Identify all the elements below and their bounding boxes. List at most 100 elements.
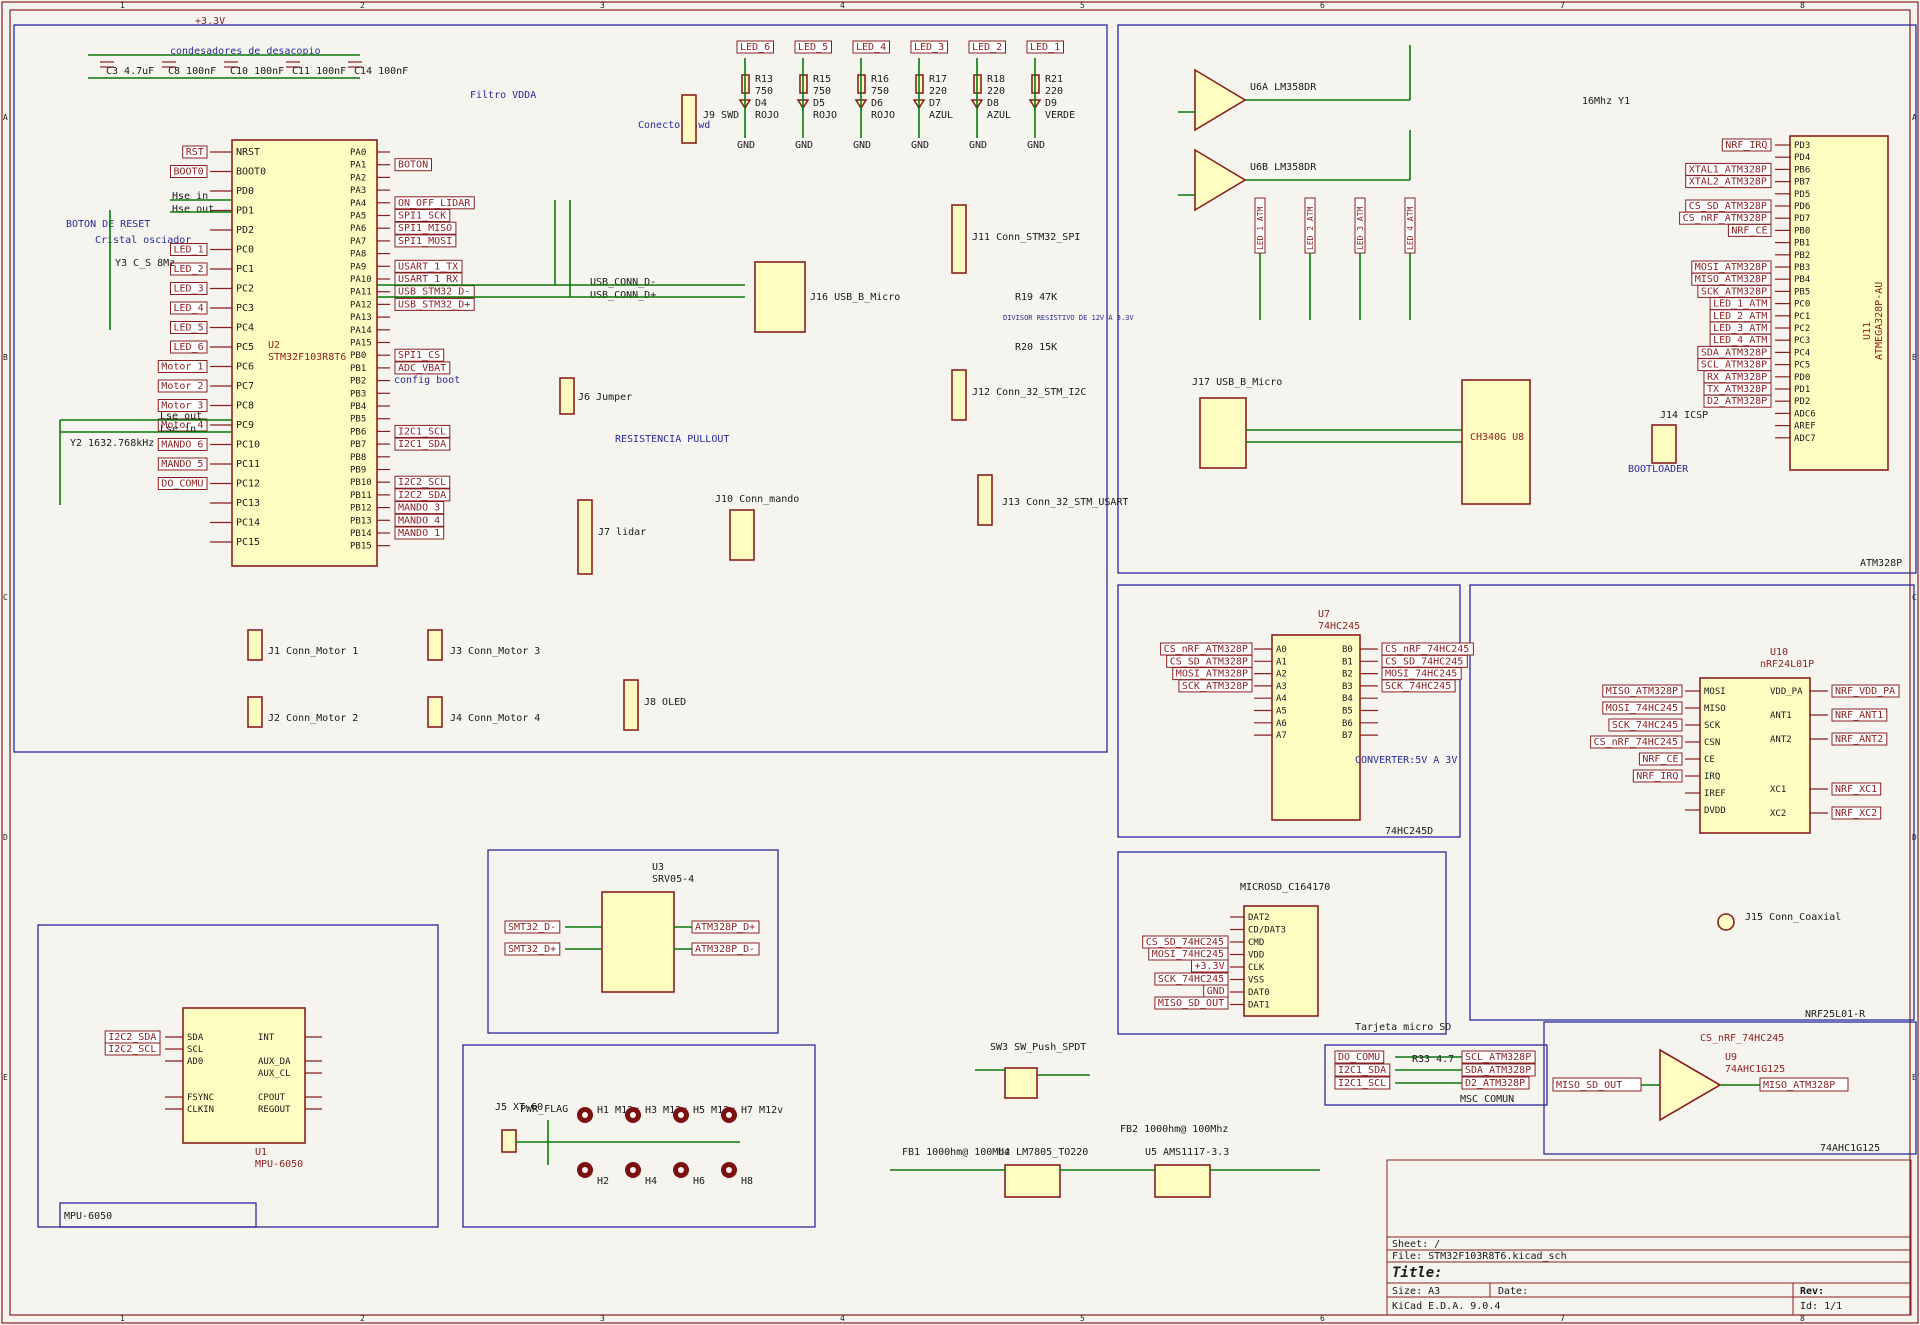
stm32-body bbox=[231, 139, 378, 567]
hc245-pin-a4: A4 bbox=[1276, 694, 1287, 704]
atm-net-box bbox=[1703, 394, 1772, 408]
block-g125 bbox=[1543, 1021, 1917, 1155]
atm-net-box bbox=[1685, 175, 1772, 189]
decap-label: C8 100nF bbox=[168, 66, 216, 77]
nrf-pin-irq: IRQ bbox=[1704, 772, 1720, 782]
stm32-pin-pb8: PB8 bbox=[350, 453, 366, 463]
stm32-pin-boot0: BOOT0 bbox=[236, 167, 266, 178]
stm32-pin-pb3: PB3 bbox=[350, 389, 366, 399]
hc245-out-net: CS_SD_74HC245 bbox=[1385, 656, 1463, 667]
nrf-net-right-box bbox=[1831, 684, 1900, 698]
grid-col-bottom: 3 bbox=[600, 1314, 605, 1323]
stm32-net-right-box bbox=[394, 221, 457, 235]
stm32-pin-pa7: PA7 bbox=[350, 237, 366, 247]
stm32-net-right-box bbox=[394, 501, 445, 515]
led-net-box bbox=[852, 40, 890, 54]
mounting-hole-center bbox=[582, 1112, 588, 1118]
atm-net: MISO_ATM328P bbox=[1695, 274, 1767, 285]
hc245-in-net-box bbox=[1178, 679, 1253, 693]
msc-net-left: DO_COMU bbox=[1338, 1052, 1380, 1063]
atm-pin-pc5: PC5 bbox=[1794, 361, 1810, 371]
stm32-net-left: LED_3 bbox=[174, 284, 204, 295]
stm32-net-right: MANDO 3 bbox=[398, 503, 440, 514]
hc245-ref: U7 bbox=[1318, 609, 1330, 620]
tb-file: File: STM32F103R8T6.kicad_sch bbox=[1392, 1251, 1567, 1262]
stm32-net-right: I2C1_SCL bbox=[398, 426, 446, 437]
esd-net-left-box bbox=[504, 942, 561, 956]
nrf-net-left-box bbox=[1632, 769, 1683, 783]
crystal-label: Cristal osciador bbox=[95, 235, 191, 246]
stm32-pin-pb15: PB15 bbox=[350, 542, 372, 552]
esd-pins: SMT32_D-SMT32_D+ATM328P_D+ATM328P_D- bbox=[504, 920, 760, 956]
gnd-label: GND bbox=[737, 140, 755, 151]
grid-col-top: 2 bbox=[360, 1, 365, 10]
atm-pin-pb3: PB3 bbox=[1794, 263, 1810, 273]
grid-col-bottom: 7 bbox=[1560, 1314, 1565, 1323]
atm-led-net: LED_4_ATM bbox=[1406, 206, 1415, 250]
stm32-net-right: SPI1_MOSI bbox=[398, 236, 452, 247]
hc245-pin-b5: B5 bbox=[1342, 707, 1353, 717]
led-net: LED_6 bbox=[740, 42, 770, 53]
bootloader-label: BOOTLOADER bbox=[1628, 464, 1689, 475]
atm-net: NRF_IRQ bbox=[1725, 140, 1767, 151]
stm32-net-right-box bbox=[394, 158, 432, 172]
hc245-pins: A0CS_nRF_ATM328PA1CS_SD_ATM328PA2MOSI_AT… bbox=[1160, 642, 1474, 741]
atm-pin-pd5: PD5 bbox=[1794, 190, 1810, 200]
stm32-pin-pa15: PA15 bbox=[350, 339, 372, 349]
stm32-net-right-box bbox=[394, 209, 451, 222]
led-resistor-ref: R16 bbox=[871, 74, 889, 85]
led-net: LED_3 bbox=[914, 42, 944, 53]
stm32-net-left-box bbox=[170, 282, 208, 295]
nrf-net-right-box bbox=[1831, 732, 1888, 746]
led-diode-ref: D7 bbox=[929, 98, 941, 109]
stm32-net-left-box bbox=[170, 321, 208, 334]
nrf-pin-ant2: ANT2 bbox=[1770, 735, 1792, 745]
hse-in: Hse in bbox=[172, 191, 208, 202]
mpu-pin-ad0: AD0 bbox=[187, 1057, 203, 1067]
atm-net-box bbox=[1679, 211, 1772, 225]
stm32-pin-pa1: PA1 bbox=[350, 161, 366, 171]
stm32-pin-pa12: PA12 bbox=[350, 300, 372, 310]
led-diode-color: AZUL bbox=[929, 110, 953, 121]
sd-net: CS_SD_74HC245 bbox=[1146, 937, 1224, 948]
j11-body bbox=[951, 204, 967, 274]
led-diode-color: VERDE bbox=[1045, 110, 1075, 121]
g125-ctl: CS_nRF_74HC245 bbox=[1700, 1033, 1784, 1044]
j6-label: J6 Jumper bbox=[578, 392, 632, 403]
led-resistor-value: 750 bbox=[871, 86, 889, 97]
atm-pin-pb2: PB2 bbox=[1794, 251, 1810, 261]
j8-label: J8 OLED bbox=[644, 697, 686, 708]
grid-col-top: 1 bbox=[120, 1, 125, 10]
pullout-label: RESISTENCIA PULLOUT bbox=[615, 434, 729, 445]
atm-ref: U11 bbox=[1862, 322, 1873, 340]
stm32-pin-pa14: PA14 bbox=[350, 326, 372, 336]
nrf-net-right: NRF_XC2 bbox=[1835, 808, 1877, 819]
stm32-net-right: I2C2_SCL bbox=[398, 477, 446, 488]
led-net-box bbox=[794, 40, 832, 54]
led-diode-ref: D4 bbox=[755, 98, 767, 109]
stm32-pin-pb0: PB0 bbox=[350, 351, 366, 361]
hse-out: Hse out bbox=[172, 204, 214, 215]
atm-net: LED_3_ATM bbox=[1713, 323, 1767, 334]
msc-net-right: SDA_ATM328P bbox=[1465, 1065, 1531, 1076]
nrf-net-right: NRF_XC1 bbox=[1835, 784, 1877, 795]
led-net: LED_2 bbox=[972, 42, 1002, 53]
stm32-pin-pc14: PC14 bbox=[236, 518, 260, 529]
stm32-net-right: SPI1_CS bbox=[398, 350, 440, 361]
stm32-net-right-box bbox=[394, 348, 445, 362]
hc245-value: 74HC245 bbox=[1318, 621, 1360, 632]
j12-body bbox=[951, 369, 967, 421]
led-net: LED_5 bbox=[798, 42, 828, 53]
mounting-hole-center bbox=[582, 1167, 588, 1173]
stm32-pin-pd1: PD1 bbox=[236, 206, 254, 217]
stm32-net-right-box bbox=[394, 488, 451, 502]
nrf-pin-ant1: ANT1 bbox=[1770, 711, 1792, 721]
block-hc245-label: 74HC245D bbox=[1385, 826, 1433, 837]
u6b-label: U6B LM358DR bbox=[1250, 162, 1317, 173]
stm32-pin-pc6: PC6 bbox=[236, 362, 254, 373]
atm-pin-pd1: PD1 bbox=[1794, 385, 1810, 395]
mounting-hole-label: H2 bbox=[597, 1176, 609, 1187]
atm-pin-aref: AREF bbox=[1794, 422, 1816, 432]
grid-row-left: C bbox=[3, 593, 8, 602]
